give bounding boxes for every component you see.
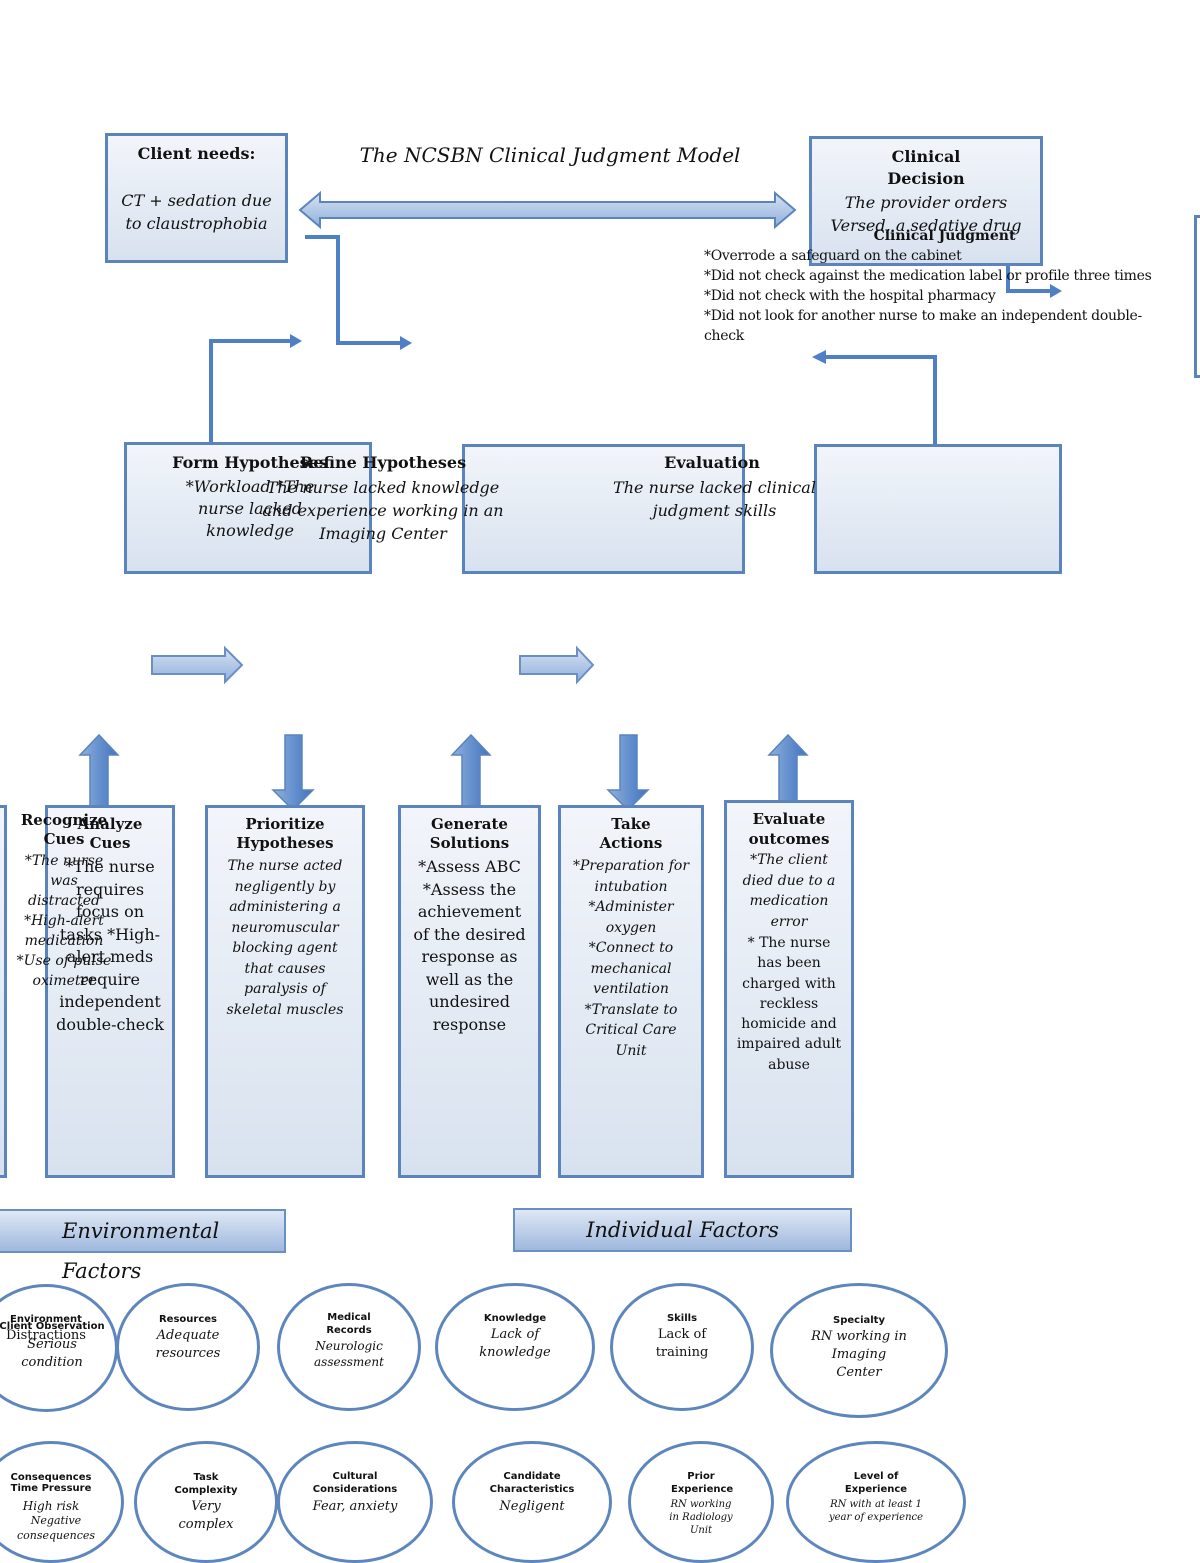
circle-title: Medical Records (326, 1312, 372, 1336)
take-actions-text: *Preparation for intubation *Administer … (572, 858, 690, 1059)
refine-hypotheses-text: The nurse lacked knowledge and experienc… (262, 478, 504, 543)
circle-value: RN working in Radiology Unit (669, 1499, 733, 1536)
environmental-factors-band: Environmental Factors (0, 1209, 286, 1283)
circle-title: Consequences (10, 1472, 92, 1483)
individual-factors-band: Individual Factors (513, 1208, 852, 1252)
step-box-prioritize (205, 805, 365, 1178)
factor-circle: Task Complexity Very complex (134, 1441, 278, 1563)
circle-value: Fear, anxiety (312, 1499, 398, 1514)
step-box-analyze (45, 805, 175, 1178)
circle-value: Lack of knowledge (479, 1327, 551, 1360)
factor-circle: Consequences High risk (0, 1441, 124, 1563)
client-needs-text: CT + sedation due to claustrophobia (121, 191, 272, 233)
circle-value: Negative consequences (16, 1514, 96, 1542)
step-box-evaluate (724, 800, 854, 1178)
circle-value: Adequate resources (155, 1328, 221, 1361)
client-needs-heading: Client needs: (137, 144, 256, 163)
evaluate-outcomes-text-1: *The client died due to a medication err… (742, 852, 836, 930)
right-edge-box (1194, 215, 1200, 378)
factor-circle: Resources Adequate resources (116, 1283, 260, 1411)
circle-title: Prior Experience (671, 1471, 734, 1495)
refine-evaluation-box (462, 444, 745, 574)
evaluate-outcomes-heading: Evaluate outcomes (748, 810, 830, 848)
circle-title: Task Complexity (174, 1472, 238, 1496)
step-box-take-actions (558, 805, 704, 1178)
up-arrow-3 (450, 733, 492, 809)
down-arrow-2 (271, 734, 315, 812)
form-hypotheses-heading: Form Hypotheses (172, 453, 328, 472)
circle-value: Very complex (178, 1499, 234, 1532)
recognize-cues-heading: Recognize Cues (20, 811, 108, 848)
circle-value: Distractions (6, 1328, 86, 1343)
circle-value: High risk (22, 1499, 80, 1513)
judgment-item: *Did not check against the medication la… (704, 268, 1152, 284)
connector-client-to-mid (305, 235, 400, 345)
circle-title: Level of Experience (844, 1471, 908, 1495)
down-arrow-4 (606, 734, 650, 812)
step-box-generate (398, 805, 541, 1178)
circle-title: Knowledge (483, 1313, 547, 1324)
evaluate-outcomes-text-2: * The nurse has been charged with reckle… (736, 935, 842, 1073)
up-arrow-1 (78, 733, 120, 809)
circle-title: Skills (666, 1313, 698, 1324)
circle-value: Serious condition (21, 1337, 83, 1370)
right-mid-box (814, 444, 1062, 574)
factor-circle: Level of Experience RN with at least 1 y… (786, 1441, 966, 1563)
generate-solutions-text: *Assess ABC *Assess the achievement of t… (413, 857, 526, 1034)
circle-title: Specialty (833, 1315, 885, 1326)
connector-evaluation-back (826, 355, 1060, 448)
circle-value: Neurologic assessment (314, 1339, 384, 1369)
clinical-judgment-heading: Clinical Judgment (873, 228, 1016, 244)
left-edge-box (0, 805, 7, 1178)
generate-solutions-heading: Generate Solutions (429, 815, 510, 852)
circle-title: Resources (158, 1314, 218, 1325)
client-needs-box (105, 133, 288, 263)
factor-circle: Time Pressure Negative consequences (0, 1441, 124, 1563)
factor-circle: Prior Experience RN working in Radiology… (628, 1441, 774, 1563)
clinical-decision-heading: Clinical Decision (887, 147, 965, 188)
clinical-judgment-list: *Overrode a safeguard on the cabinet *Di… (704, 246, 1174, 346)
connector-form-up (125, 339, 290, 447)
recognize-cues-text: *The nurse was distracted *High-alert me… (16, 853, 112, 989)
circle-title: Time Pressure (10, 1483, 92, 1494)
circle-value: RN with at least 1 year of experience (828, 1499, 924, 1523)
factor-circle: Skills Lack of training (610, 1283, 754, 1411)
right-arrow-2 (519, 645, 595, 685)
circle-value: RN working in Imaging Center (811, 1329, 907, 1380)
factor-circle: Specialty RN working in Imaging Center (770, 1283, 948, 1418)
evaluation-text: The nurse lacked clinical judgment skill… (613, 478, 816, 520)
evaluation-heading: Evaluation (664, 453, 760, 472)
clinical-decision-text: The provider orders Versed, a sedative d… (830, 193, 1022, 235)
judgment-item: *Overrode a safeguard on the cabinet (704, 248, 962, 264)
right-arrow-1 (151, 645, 244, 685)
refine-hypotheses-heading: Refine Hypotheses (299, 453, 467, 472)
circle-title: Client Observation (0, 1321, 105, 1332)
double-arrow (298, 190, 797, 230)
form-hypotheses-box (124, 442, 372, 574)
circle-title: Environment (10, 1314, 82, 1325)
factor-circle: Client Observation Serious condition (0, 1284, 118, 1412)
prioritize-hypotheses-heading: Prioritize Hypotheses (236, 815, 334, 852)
circle-value: Lack of training (655, 1327, 709, 1360)
prioritize-hypotheses-text: The nurse acted negligently by administe… (226, 858, 344, 1018)
factor-circle: Candidate Characteristics Negligent (452, 1441, 612, 1563)
factor-circle: Knowledge Lack of knowledge (435, 1283, 595, 1411)
up-arrow-5 (767, 733, 809, 806)
diagram-title: The NCSBN Clinical Judgment Model (359, 143, 741, 167)
factor-circle: Cultural Considerations Fear, anxiety (277, 1441, 433, 1563)
circle-title: Cultural Considerations (312, 1471, 398, 1495)
take-actions-heading: Take Actions (599, 815, 663, 852)
circle-value: Negligent (499, 1499, 565, 1514)
analyze-cues-text: *The nurse requires focus on tasks *High… (56, 857, 164, 1034)
analyze-cues-heading: Analyze Cues (77, 815, 143, 852)
circle-title: Candidate Characteristics (489, 1471, 575, 1495)
form-hypotheses-text: *Workload *The nurse lacked knowledge (185, 477, 315, 540)
clinical-decision-box (809, 136, 1043, 266)
factor-circle: Medical Records Neurologic assessment (277, 1283, 421, 1411)
judgment-item: *Did not check with the hospital pharmac… (704, 288, 996, 304)
judgment-item: *Did not look for another nurse to make … (704, 308, 1142, 344)
